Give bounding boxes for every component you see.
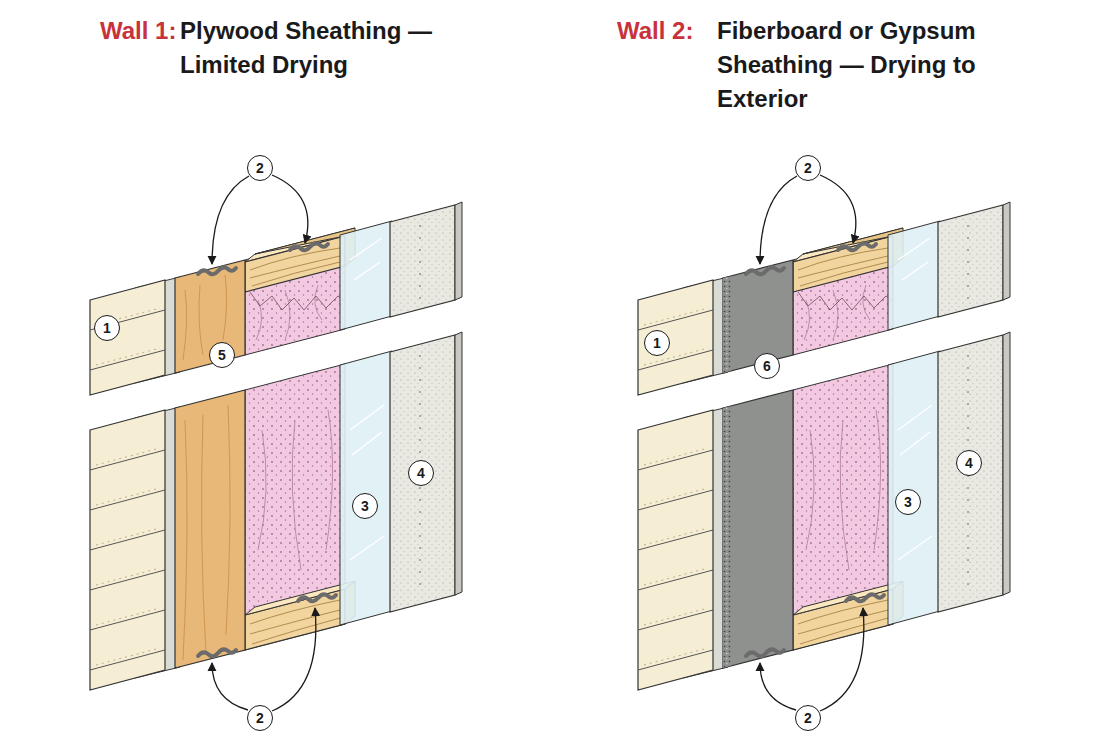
wall-label: Wall 2:: [617, 14, 693, 48]
callout-number: 4: [956, 450, 982, 476]
callout-text: 1: [653, 335, 661, 351]
callout-number: 5: [209, 342, 235, 368]
callout-number: 4: [408, 460, 434, 486]
callout-text: 3: [361, 498, 369, 514]
callout-number: 6: [754, 353, 780, 379]
callout-text: 1: [103, 320, 111, 336]
callout-number: 3: [352, 493, 378, 519]
callout-number: 2: [795, 705, 821, 731]
wall-heading: Fiberboard or Gypsum Sheathing — Drying …: [717, 14, 1047, 116]
callout-number: 3: [895, 489, 921, 515]
callout-number: 2: [247, 705, 273, 731]
callout-text: 4: [417, 465, 425, 481]
callout-text: 2: [256, 710, 264, 726]
callout-number: 1: [644, 330, 670, 356]
callout-text: 2: [256, 160, 264, 176]
callout-text: 3: [904, 494, 912, 510]
callout-text: 2: [804, 710, 812, 726]
callout-text: 2: [804, 160, 812, 176]
callout-number: 2: [795, 155, 821, 181]
wall-label: Wall 1:: [100, 14, 176, 48]
callout-text: 5: [218, 347, 226, 363]
wall-heading: Plywood Sheathing — Limited Drying: [180, 14, 480, 82]
callout-number: 2: [247, 155, 273, 181]
callout-text: 6: [763, 358, 771, 374]
callout-number: 1: [94, 315, 120, 341]
callout-text: 4: [965, 455, 973, 471]
